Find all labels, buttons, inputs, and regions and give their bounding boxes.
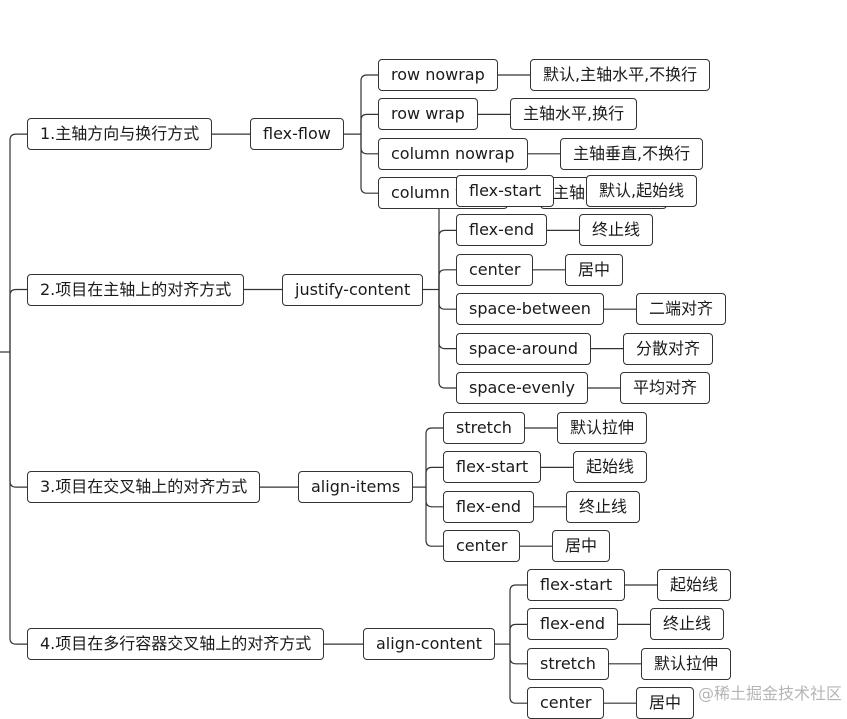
desc-box-3-4[interactable]: 居中 bbox=[552, 530, 611, 563]
desc-box-3-1[interactable]: 默认拉伸 bbox=[557, 412, 648, 444]
connector-root-branch-1 bbox=[9, 133, 27, 352]
connector-spine-value-1-2 bbox=[360, 113, 378, 135]
desc-box-2-4[interactable]: 二端对齐 bbox=[636, 293, 727, 326]
desc-box-4-3[interactable]: 默认拉伸 bbox=[641, 647, 732, 680]
value-box-2-2[interactable]: flex-end bbox=[456, 214, 548, 247]
value-box-1-3[interactable]: column nowrap bbox=[378, 137, 528, 170]
branch-4-label[interactable]: 4.项目在多行容器交叉轴上的对齐方式 bbox=[27, 628, 325, 661]
desc-box-3-3[interactable]: 终止线 bbox=[566, 490, 641, 523]
value-box-3-1[interactable]: stretch bbox=[443, 412, 525, 444]
value-box-2-5[interactable]: space-around bbox=[456, 332, 591, 365]
branch-1-label[interactable]: 1.主轴方向与换行方式 bbox=[27, 118, 213, 151]
connector-root-branch-3 bbox=[9, 352, 27, 488]
connector-spine-value-2-6 bbox=[438, 289, 456, 389]
value-box-2-3[interactable]: center bbox=[456, 253, 534, 286]
value-box-4-1[interactable]: flex-start bbox=[527, 569, 626, 601]
value-box-2-6[interactable]: space-evenly bbox=[456, 372, 588, 404]
value-box-1-1[interactable]: row nowrap bbox=[378, 59, 498, 91]
connector-spine-value-1-4 bbox=[360, 134, 378, 194]
connector-spine-value-4-1 bbox=[509, 584, 527, 645]
desc-box-2-3[interactable]: 居中 bbox=[565, 253, 624, 286]
connector-spine-value-2-3 bbox=[438, 269, 456, 290]
connector-spine-value-2-4 bbox=[438, 289, 456, 310]
branch-3-label[interactable]: 3.项目在交叉轴上的对齐方式 bbox=[27, 471, 261, 504]
connector-spine-value-3-3 bbox=[425, 487, 443, 508]
connector-spine-value-3-4 bbox=[425, 487, 443, 547]
desc-box-4-1[interactable]: 起始线 bbox=[657, 569, 732, 601]
connector-spine-value-3-1 bbox=[425, 427, 443, 488]
branch-2-label[interactable]: 2.项目在主轴上的对齐方式 bbox=[27, 273, 245, 306]
connector-spine-value-1-1 bbox=[360, 74, 378, 135]
connector-spine-value-3-2 bbox=[425, 466, 443, 488]
desc-box-2-6[interactable]: 平均对齐 bbox=[620, 372, 711, 404]
value-box-3-2[interactable]: flex-start bbox=[443, 451, 542, 484]
value-box-4-2[interactable]: flex-end bbox=[527, 608, 619, 641]
value-box-2-4[interactable]: space-between bbox=[456, 293, 604, 326]
connector-spine-value-4-4 bbox=[509, 644, 527, 704]
desc-box-1-2[interactable]: 主轴水平,换行 bbox=[510, 98, 638, 131]
desc-box-4-4[interactable]: 居中 bbox=[636, 687, 695, 719]
connector-root-branch-2 bbox=[9, 288, 27, 352]
value-box-4-4[interactable]: center bbox=[527, 687, 605, 719]
branch-4-property[interactable]: align-content bbox=[363, 628, 496, 661]
value-box-3-4[interactable]: center bbox=[443, 530, 521, 563]
desc-box-3-2[interactable]: 起始线 bbox=[573, 451, 648, 484]
desc-box-4-2[interactable]: 终止线 bbox=[650, 608, 725, 641]
desc-box-2-1[interactable]: 默认,起始线 bbox=[586, 175, 698, 207]
connector-spine-value-1-3 bbox=[360, 134, 378, 155]
value-box-2-1[interactable]: flex-start bbox=[456, 175, 555, 207]
connector-spine-value-2-2 bbox=[438, 229, 456, 290]
value-box-3-3[interactable]: flex-end bbox=[443, 490, 535, 523]
connector-spine-value-2-5 bbox=[438, 289, 456, 350]
desc-box-2-5[interactable]: 分散对齐 bbox=[623, 332, 714, 365]
connector-spine-value-4-3 bbox=[509, 644, 527, 665]
desc-box-1-1[interactable]: 默认,主轴水平,不换行 bbox=[530, 59, 711, 91]
branch-2-property[interactable]: justify-content bbox=[282, 273, 424, 306]
branch-1-property[interactable]: flex-flow bbox=[250, 118, 344, 151]
desc-box-2-2[interactable]: 终止线 bbox=[579, 214, 654, 247]
watermark: @稀土掘金技术社区 bbox=[698, 684, 843, 703]
connector-spine-value-4-2 bbox=[509, 623, 527, 645]
desc-box-1-3[interactable]: 主轴垂直,不换行 bbox=[560, 137, 704, 170]
connector-root-branch-4 bbox=[9, 352, 27, 645]
value-box-1-2[interactable]: row wrap bbox=[378, 98, 478, 131]
branch-3-property[interactable]: align-items bbox=[298, 471, 414, 504]
value-box-4-3[interactable]: stretch bbox=[527, 647, 609, 680]
